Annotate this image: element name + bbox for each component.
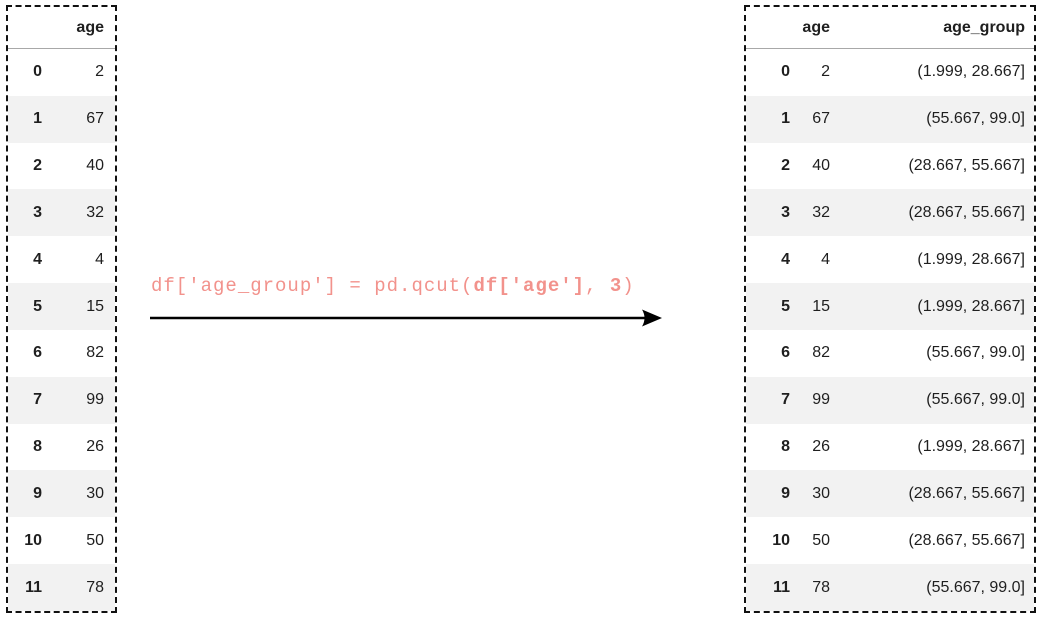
row-index: 3 xyxy=(33,203,42,221)
age-value: 82 xyxy=(812,344,830,362)
age-group-value: (1.999, 28.667] xyxy=(917,438,1025,456)
table-row: 2 40 xyxy=(8,143,115,190)
age-value: 67 xyxy=(86,110,104,128)
age-group-value: (55.667, 99.0] xyxy=(926,110,1025,128)
age-value: 99 xyxy=(812,391,830,409)
age-value: 32 xyxy=(86,203,104,221)
table-row: 11 78 (55.667, 99.0] xyxy=(746,564,1034,611)
age-group-value: (1.999, 28.667] xyxy=(917,250,1025,268)
row-index: 2 xyxy=(33,157,42,175)
row-index: 9 xyxy=(781,484,790,502)
right-arrow-icon xyxy=(150,309,662,327)
row-index: 9 xyxy=(33,484,42,502)
age-group-value: (28.667, 55.667] xyxy=(908,484,1025,502)
table-header: age xyxy=(8,7,115,49)
table-row: 8 26 xyxy=(8,424,115,471)
table-row: 4 4 xyxy=(8,236,115,283)
age-value: 4 xyxy=(821,250,830,268)
table-header: age age_group xyxy=(746,7,1034,49)
table-row: 9 30 (28.667, 55.667] xyxy=(746,470,1034,518)
dataframe-after: age age_group 0 2 (1.999, 28.667] 1 67 (… xyxy=(744,5,1036,613)
age-value: 78 xyxy=(812,578,830,596)
column-header-age: age xyxy=(802,18,830,36)
table-row: 4 4 (1.999, 28.667] xyxy=(746,236,1034,283)
row-index: 3 xyxy=(781,203,790,221)
row-index: 2 xyxy=(781,157,790,175)
table-row: 6 82 (55.667, 99.0] xyxy=(746,330,1034,377)
age-value: 78 xyxy=(86,578,104,596)
table-row: 7 99 (55.667, 99.0] xyxy=(746,376,1034,424)
column-header-age-group: age_group xyxy=(943,18,1025,36)
row-index: 8 xyxy=(781,438,790,456)
table-row: 10 50 xyxy=(8,517,115,564)
age-value: 67 xyxy=(812,110,830,128)
age-value: 26 xyxy=(812,438,830,456)
table-row: 2 40 (28.667, 55.667] xyxy=(746,143,1034,190)
row-index: 6 xyxy=(33,344,42,362)
age-value: 50 xyxy=(86,531,104,549)
age-value: 2 xyxy=(95,63,104,81)
row-index: 4 xyxy=(781,250,790,268)
table-row: 5 15 (1.999, 28.667] xyxy=(746,283,1034,330)
age-value: 30 xyxy=(86,484,104,502)
table-row: 1 67 xyxy=(8,95,115,143)
row-index: 5 xyxy=(781,297,790,315)
age-value: 40 xyxy=(86,157,104,175)
table-row: 3 32 xyxy=(8,189,115,237)
dataframe-before: age 0 2 1 67 2 40 3 32 4 4 5 15 6 82 xyxy=(6,5,117,613)
table-row: 0 2 xyxy=(8,49,115,96)
table-row: 7 99 xyxy=(8,376,115,424)
age-group-value: (28.667, 55.667] xyxy=(908,203,1025,221)
age-group-value: (55.667, 99.0] xyxy=(926,578,1025,596)
column-header-age: age xyxy=(76,18,104,36)
table-row: 5 15 xyxy=(8,283,115,330)
age-value: 32 xyxy=(812,203,830,221)
row-index: 1 xyxy=(33,110,42,128)
age-group-value: (1.999, 28.667] xyxy=(917,63,1025,81)
age-group-value: (28.667, 55.667] xyxy=(908,531,1025,549)
age-value: 82 xyxy=(86,344,104,362)
code-bins-bold: 3 xyxy=(609,275,623,297)
code-prefix: df['age_group'] = pd.qcut( xyxy=(151,275,474,297)
table-row: 11 78 xyxy=(8,564,115,611)
row-index: 0 xyxy=(33,63,42,81)
pandas-qcut-code: df['age_group'] = pd.qcut(df['age'], 3) xyxy=(151,275,635,297)
table-row: 6 82 xyxy=(8,330,115,377)
row-index: 4 xyxy=(33,250,42,268)
row-index: 1 xyxy=(781,110,790,128)
table-row: 10 50 (28.667, 55.667] xyxy=(746,517,1034,564)
row-index: 7 xyxy=(781,391,790,409)
table-row: 9 30 xyxy=(8,470,115,518)
row-index: 8 xyxy=(33,438,42,456)
age-group-value: (1.999, 28.667] xyxy=(917,297,1025,315)
table-row: 0 2 (1.999, 28.667] xyxy=(746,49,1034,96)
row-index: 7 xyxy=(33,391,42,409)
row-index: 10 xyxy=(24,531,42,549)
age-value: 30 xyxy=(812,484,830,502)
code-arg-bold: df['age'] xyxy=(473,275,586,297)
age-group-value: (28.667, 55.667] xyxy=(908,157,1025,175)
row-index: 0 xyxy=(781,63,790,81)
age-value: 2 xyxy=(821,63,830,81)
table-row: 3 32 (28.667, 55.667] xyxy=(746,189,1034,237)
table-row: 1 67 (55.667, 99.0] xyxy=(746,95,1034,143)
age-value: 15 xyxy=(86,297,104,315)
row-index: 11 xyxy=(773,578,790,596)
code-separator: , xyxy=(585,275,610,297)
age-value: 40 xyxy=(812,157,830,175)
row-index: 5 xyxy=(33,297,42,315)
row-index: 10 xyxy=(772,531,790,549)
code-suffix: ) xyxy=(622,275,635,297)
age-value: 4 xyxy=(95,250,104,268)
table-row: 8 26 (1.999, 28.667] xyxy=(746,424,1034,471)
age-value: 15 xyxy=(812,297,830,315)
age-value: 50 xyxy=(812,531,830,549)
age-group-value: (55.667, 99.0] xyxy=(926,391,1025,409)
row-index: 11 xyxy=(25,578,42,596)
row-index: 6 xyxy=(781,344,790,362)
age-group-value: (55.667, 99.0] xyxy=(926,344,1025,362)
age-value: 26 xyxy=(86,438,104,456)
age-value: 99 xyxy=(86,391,104,409)
